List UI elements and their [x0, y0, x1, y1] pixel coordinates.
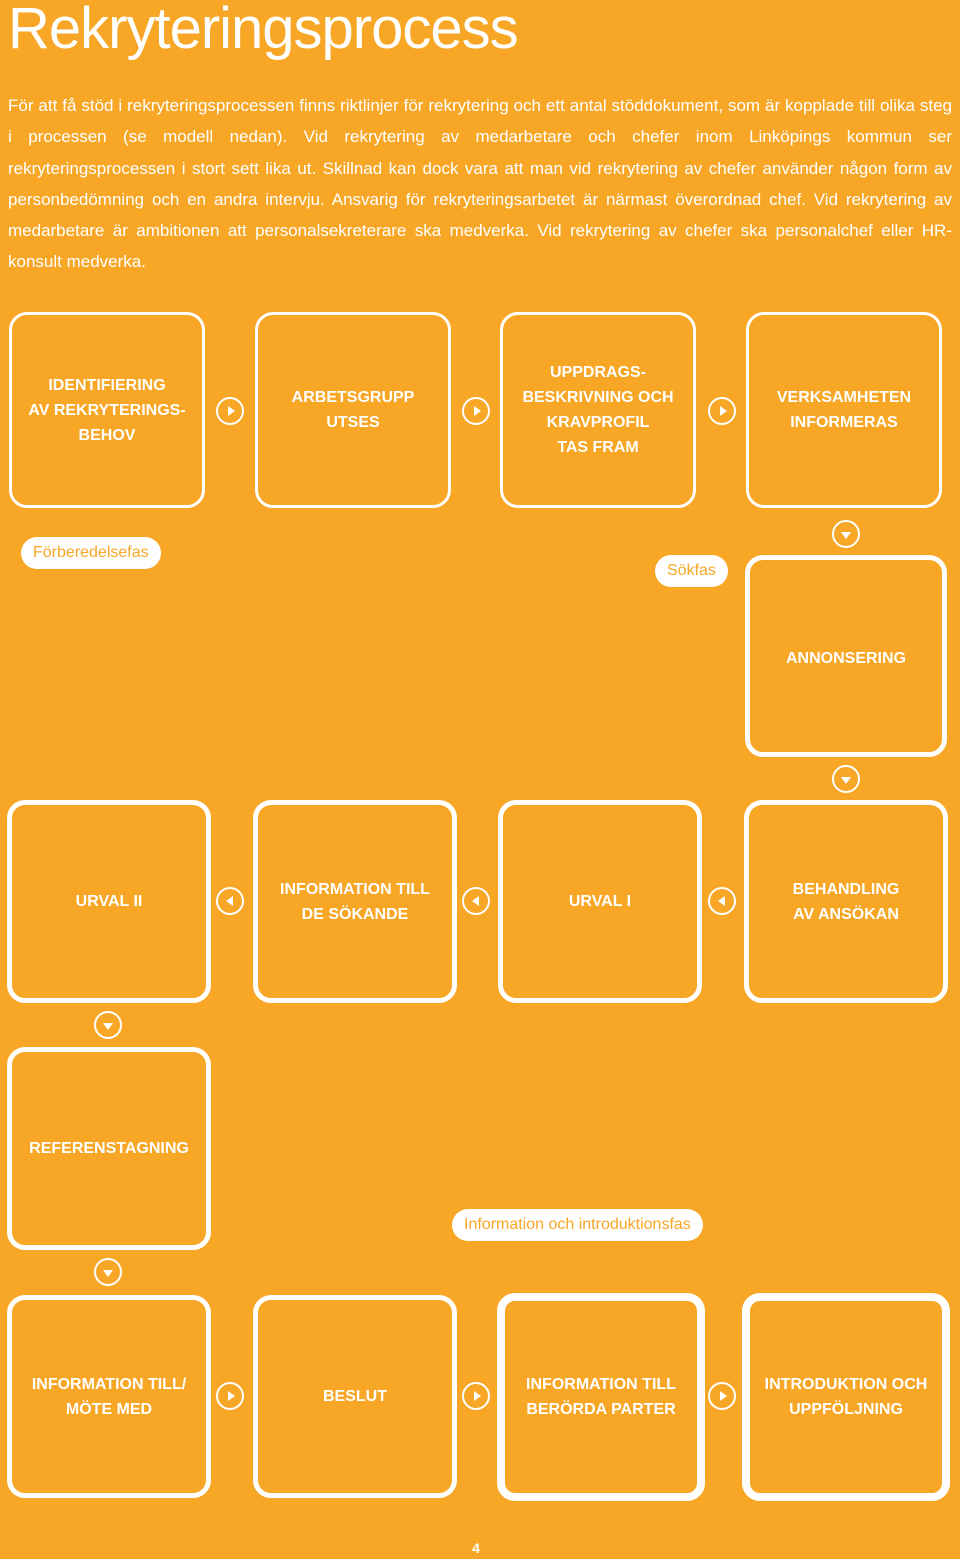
intro-paragraph: För att få stöd i rekryteringsprocessen …	[8, 96, 952, 272]
step-information-berorda: INFORMATION TILL BERÖRDA PARTER	[497, 1293, 705, 1501]
arrow-down-icon	[832, 765, 860, 793]
arrow-down-icon	[94, 1258, 122, 1286]
step-referenstagning: REFERENSTAGNING	[7, 1047, 211, 1250]
step-beslut: BESLUT	[253, 1295, 457, 1498]
arrow-left-icon	[216, 887, 244, 915]
arrow-left-icon	[462, 887, 490, 915]
step-urval-2: URVAL II	[7, 800, 211, 1003]
arrow-down-icon	[94, 1011, 122, 1039]
phase-information-badge: Information och introduktionsfas	[452, 1209, 703, 1241]
phase-sok-badge: Sökfas	[655, 555, 728, 587]
step-information-sokande: INFORMATION TILL DE SÖKANDE	[253, 800, 457, 1003]
arrow-right-icon	[216, 397, 244, 425]
step-uppdrag: UPPDRAGS- BESKRIVNING OCH KRAVPROFIL TAS…	[500, 312, 696, 508]
arrow-right-icon	[708, 397, 736, 425]
step-arbetsgrupp: ARBETSGRUPP UTSES	[255, 312, 451, 508]
arrow-left-icon	[708, 887, 736, 915]
step-verksamheten: VERKSAMHETEN INFORMERAS	[746, 312, 942, 508]
step-identifiering: IDENTIFIERING AV REKRYTERINGS- BEHOV	[9, 312, 205, 508]
step-behandling: BEHANDLING AV ANSÖKAN	[744, 800, 948, 1003]
step-urval-1: URVAL I	[498, 800, 702, 1003]
phase-forberedelse-badge: Förberedelsefas	[21, 537, 161, 569]
page-title: Rekryteringsprocess	[8, 0, 519, 61]
arrow-right-icon	[216, 1382, 244, 1410]
arrow-down-icon	[832, 520, 860, 548]
step-information-mote: INFORMATION TILL/ MÖTE MED	[7, 1295, 211, 1498]
arrow-right-icon	[462, 397, 490, 425]
arrow-right-icon	[462, 1382, 490, 1410]
arrow-right-icon	[708, 1382, 736, 1410]
page-number: 4	[472, 1540, 480, 1556]
step-annonsering: ANNONSERING	[745, 555, 947, 757]
step-introduktion: INTRODUKTION OCH UPPFÖLJNING	[742, 1293, 950, 1501]
